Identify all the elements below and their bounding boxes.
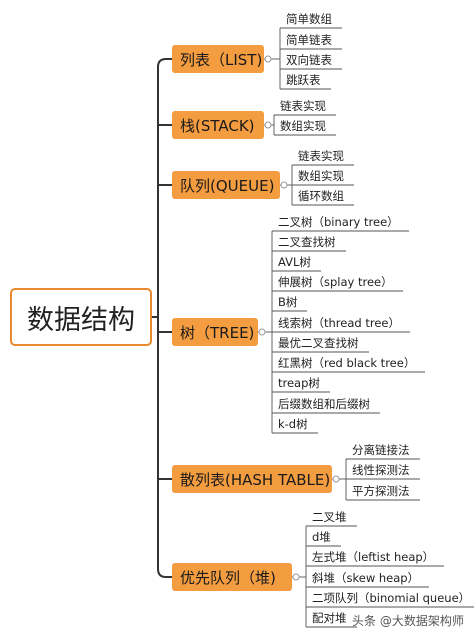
category-label: 栈(STACK) bbox=[180, 116, 255, 135]
leaf-binary-tree[interactable]: 二叉树（binary tree） bbox=[278, 215, 399, 229]
leaf-separate-chaining[interactable]: 分离链接法 bbox=[352, 443, 410, 457]
leaf-thread-tree[interactable]: 线索树（thread tree） bbox=[278, 316, 400, 330]
leaf-kd-tree[interactable]: k-d树 bbox=[278, 417, 308, 431]
category-label: 散列表(HASH TABLE) bbox=[180, 470, 331, 489]
category-hash-table[interactable]: 散列表(HASH TABLE) bbox=[172, 465, 332, 493]
leaf-queue-linked-impl[interactable]: 链表实现 bbox=[298, 149, 344, 163]
watermark: 头条 @大数据架构师 bbox=[352, 614, 464, 628]
leaf-skew-heap[interactable]: 斜堆（skew heap） bbox=[312, 571, 420, 585]
leaf-linear-probing[interactable]: 线性探测法 bbox=[352, 463, 410, 477]
category-tree[interactable]: 树（TREE) bbox=[172, 318, 258, 346]
category-queue[interactable]: 队列(QUEUE) bbox=[172, 171, 280, 199]
category-stack[interactable]: 栈(STACK) bbox=[172, 111, 264, 139]
leaf-optimal-bst[interactable]: 最优二叉查找树 bbox=[278, 336, 359, 350]
leaf-red-black-tree[interactable]: 红黑树（red black tree） bbox=[278, 356, 416, 370]
category-label: 优先队列（堆) bbox=[180, 568, 276, 587]
category-priority-queue[interactable]: 优先队列（堆) bbox=[172, 563, 292, 591]
category-label: 队列(QUEUE) bbox=[180, 176, 275, 195]
leaf-binomial-queue[interactable]: 二项队列（binomial queue） bbox=[312, 591, 471, 605]
category-label: 列表（LIST) bbox=[180, 50, 263, 69]
leaf-quadratic-probing[interactable]: 平方探测法 bbox=[352, 484, 410, 498]
leaf-simple-array[interactable]: 简单数组 bbox=[286, 12, 332, 26]
category-label: 树（TREE) bbox=[180, 323, 255, 342]
leaf-suffix-array-tree[interactable]: 后缀数组和后缀树 bbox=[278, 397, 370, 411]
root-label: 数据结构 bbox=[27, 304, 135, 336]
leaf-simple-linked-list[interactable]: 简单链表 bbox=[286, 33, 332, 47]
root-node[interactable]: 数据结构 bbox=[10, 288, 152, 346]
leaf-stack-linked-impl[interactable]: 链表实现 bbox=[280, 99, 326, 113]
leaf-leftist-heap[interactable]: 左式堆（leftist heap） bbox=[312, 550, 435, 564]
leaf-avl-tree[interactable]: AVL树 bbox=[278, 255, 311, 269]
leaf-circular-array[interactable]: 循环数组 bbox=[298, 189, 344, 203]
leaf-splay-tree[interactable]: 伸展树（splay tree） bbox=[278, 275, 393, 289]
leaf-b-tree[interactable]: B树 bbox=[278, 295, 298, 309]
leaf-doubly-linked-list[interactable]: 双向链表 bbox=[286, 53, 332, 67]
category-list[interactable]: 列表（LIST) bbox=[172, 45, 264, 73]
leaf-queue-array-impl[interactable]: 数组实现 bbox=[298, 169, 344, 183]
leaf-pairing-heap[interactable]: 配对堆 bbox=[312, 611, 347, 625]
leaf-treap[interactable]: treap树 bbox=[278, 376, 320, 390]
leaf-binary-search-tree[interactable]: 二叉查找树 bbox=[278, 235, 336, 249]
leaf-skip-list[interactable]: 跳跃表 bbox=[286, 73, 321, 87]
leaf-stack-array-impl[interactable]: 数组实现 bbox=[280, 119, 326, 133]
leaf-d-heap[interactable]: d堆 bbox=[312, 530, 331, 544]
leaf-binary-heap[interactable]: 二叉堆 bbox=[312, 510, 347, 524]
